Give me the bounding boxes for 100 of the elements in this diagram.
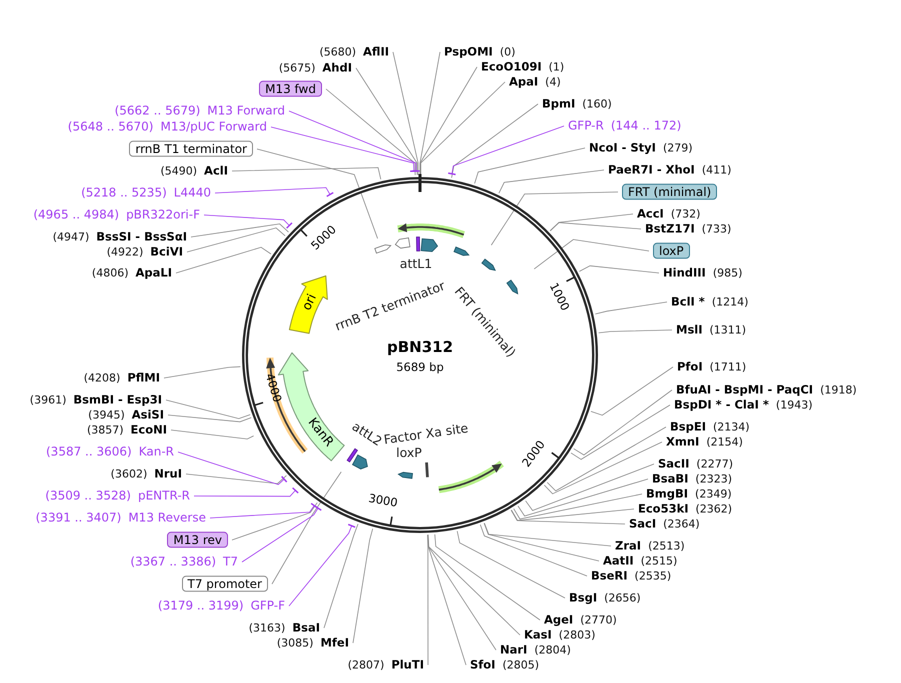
position-number: (2362): [696, 503, 732, 516]
enzyme-name: PspOMI: [444, 45, 493, 58]
leader-line: [352, 528, 374, 644]
position-number: (5680): [319, 46, 356, 59]
position-number: (2134): [712, 421, 750, 434]
leader-line: [420, 66, 478, 176]
enzyme-name: BfuAI - BspMI - PaqCI: [676, 383, 814, 396]
enzyme-name: PfoI: [677, 360, 703, 374]
primer-name: M13/pUC Forward: [160, 120, 267, 134]
enzyme-name: EcoNI: [130, 423, 167, 436]
leader-line: [579, 265, 660, 274]
primer-name: M13 Reverse: [128, 511, 206, 525]
leader-line: [525, 464, 654, 511]
primer-name: M13 Forward: [207, 104, 285, 118]
position-number: (279): [662, 142, 693, 155]
enzyme-name: NcoI - StyI: [589, 141, 656, 154]
leader-line: [210, 502, 318, 518]
position-number: (3961): [30, 394, 66, 407]
position-number: (5490): [160, 165, 198, 178]
position-number: (1918): [820, 384, 857, 397]
leader-line: [168, 414, 252, 422]
leader-line: [288, 524, 356, 606]
enzyme-name: XmnI: [666, 435, 700, 448]
leader-line: [510, 510, 626, 524]
enzyme-name: BciVI: [150, 245, 183, 258]
position-number: (2804): [534, 644, 571, 657]
leader-line: [356, 68, 418, 176]
leader-line: [518, 478, 648, 516]
position-number: (1943): [776, 399, 812, 412]
leader-line: [166, 400, 251, 420]
position-number: (5675): [278, 62, 316, 75]
position-number: (160): [582, 98, 612, 111]
leader-line: [550, 214, 634, 232]
position-number: (1): [548, 61, 564, 74]
enzyme-name: PluTI: [391, 658, 424, 672]
feature-tag: loxP: [653, 242, 690, 260]
position-number: (2535): [634, 570, 672, 583]
leader-line: [272, 472, 342, 584]
enzyme-name: ApaI: [509, 75, 538, 88]
leader-line: [214, 187, 334, 198]
leader-line: [534, 239, 650, 270]
leader-line: [511, 508, 634, 521]
position-number: (1214): [712, 296, 748, 309]
enzyme-name: BspDI * - ClaI *: [674, 398, 769, 412]
enzyme-name: BsaBI: [652, 472, 688, 486]
position-number: (985): [712, 267, 742, 280]
enzyme-name: HindIII: [663, 266, 706, 280]
feature-tag: M13 fwd: [259, 80, 322, 98]
leader-line: [190, 223, 289, 238]
primer-name: pENTR-R: [138, 489, 190, 503]
enzyme-name: AflII: [363, 45, 389, 58]
enzyme-name: AsiSI: [132, 408, 164, 422]
position-number: (2803): [558, 629, 596, 642]
position-number: (5218 .. 5235): [81, 186, 167, 200]
leader-line: [480, 524, 588, 576]
enzyme-name: NarI: [500, 643, 528, 656]
position-number: (733): [702, 223, 732, 236]
position-number: (3163): [248, 622, 286, 635]
leader-line: [434, 534, 540, 620]
enzyme-name: BclI *: [671, 295, 705, 308]
leader-line: [570, 404, 670, 460]
enzyme-name: BsmBI - Esp3I: [73, 393, 162, 406]
position-number: (3509 .. 3528): [45, 489, 131, 503]
enzyme-name: NruI: [154, 467, 182, 480]
leader-line: [474, 148, 586, 184]
position-number: (1311): [710, 324, 746, 337]
enzyme-name: MslI: [676, 323, 703, 336]
leader-line: [546, 426, 666, 492]
leader-line: [550, 222, 642, 232]
position-number: (4): [545, 76, 561, 89]
leader-line: [598, 330, 672, 334]
position-number: (1711): [710, 361, 746, 374]
enzyme-name: BspEI: [670, 420, 706, 434]
position-number: (4806): [92, 267, 128, 280]
leader-line: [590, 366, 674, 416]
leader-line: [484, 522, 600, 562]
leader-line: [164, 366, 241, 378]
enzyme-name: PflMI: [127, 371, 160, 384]
position-number: (3391 .. 3407): [36, 511, 122, 525]
leader-line: [427, 534, 428, 666]
enzyme-name: AatII: [603, 554, 634, 568]
leader-line: [256, 148, 378, 239]
enzyme-name: AhdI: [322, 61, 352, 74]
position-number: (2277): [696, 458, 733, 471]
leader-line: [490, 192, 618, 246]
feature-tag: FRT (minimal): [622, 184, 718, 200]
primer-name: pBR322ori-F: [126, 208, 200, 222]
leader-line: [451, 104, 538, 178]
position-number: (2656): [604, 592, 641, 605]
position-number: (4208): [84, 372, 120, 385]
leader-line: [186, 474, 287, 484]
position-number: (2364): [663, 518, 700, 531]
leader-line: [447, 126, 564, 176]
position-number: (5662 .. 5679): [114, 104, 200, 118]
leader-line: [544, 442, 662, 494]
enzyme-name: SacI: [629, 517, 656, 530]
feature-name: attL1: [400, 257, 432, 271]
enzyme-name: BpmI: [542, 97, 576, 110]
position-number: (411): [702, 164, 732, 177]
position-number: (2770): [580, 614, 617, 627]
